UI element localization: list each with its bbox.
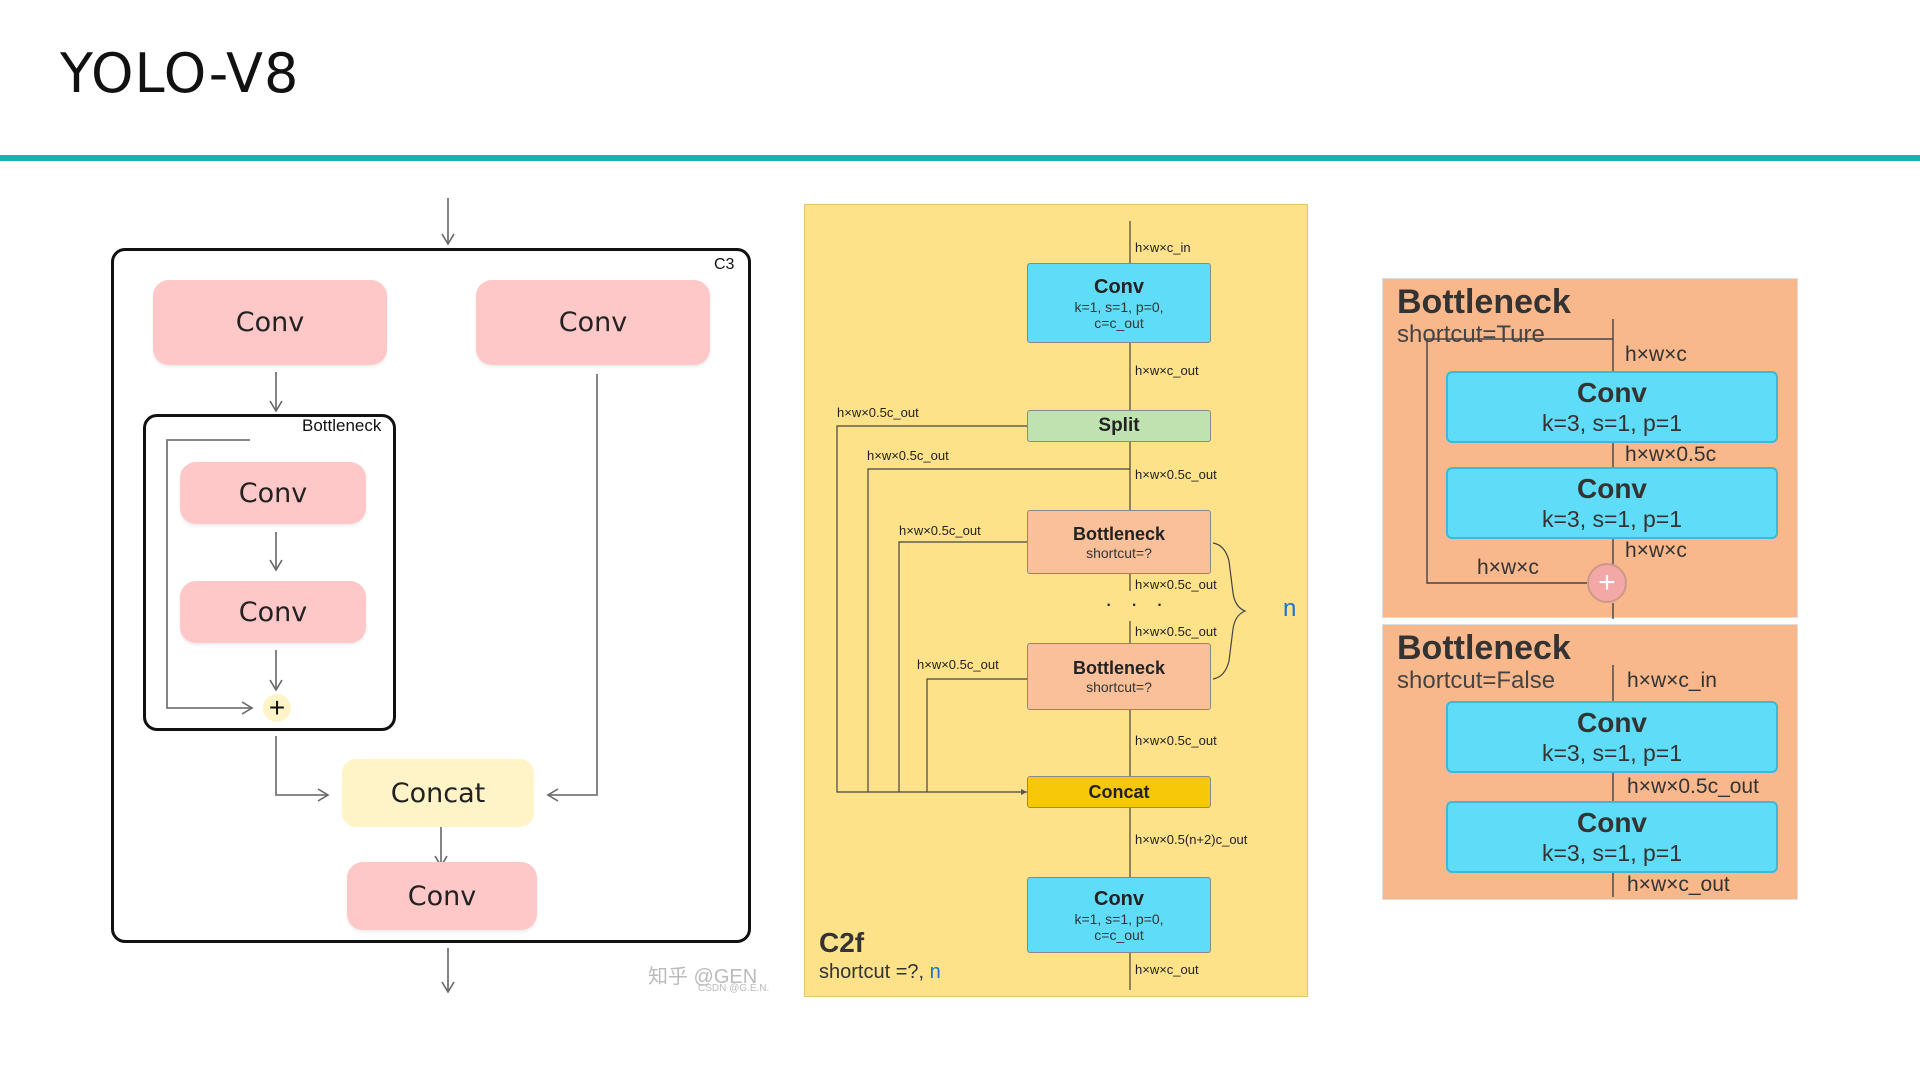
c2f-conv-out-params: k=1, s=1, p=0, — [1074, 910, 1164, 927]
bottleneck-true-diagram: Bottleneck shortcut=Ture h×w×c Conv k=3,… — [1382, 278, 1798, 619]
bottleneck-true-connectors — [1426, 319, 1614, 619]
c3-bottleneck-label: Bottleneck — [302, 416, 382, 435]
c2f-conv-in-title: Conv — [1094, 275, 1144, 298]
c2f-label-b2-left: h×w×0.5c_out — [917, 657, 999, 672]
c2f-name: C2f — [819, 927, 865, 958]
bottleneck-false-conv-1-title: Conv — [1577, 707, 1647, 738]
bottleneck-true-shortcut: shortcut=Ture — [1397, 321, 1545, 348]
c2f-label-split-left: h×w×0.5c_out — [837, 405, 919, 420]
c2f-concat-label: Concat — [1088, 781, 1150, 802]
bottleneck-true-title: Bottleneck — [1397, 283, 1571, 321]
c3-conv-left: Conv — [153, 280, 387, 365]
bottleneck-false-connectors — [1612, 665, 1614, 897]
bottleneck-true-add-node: + — [1587, 563, 1627, 603]
c2f-label-in: h×w×c_in — [1135, 240, 1191, 255]
c2f-concat: Concat — [1027, 776, 1211, 808]
c2f-bottleneck-1: Bottleneck shortcut=? — [1027, 510, 1211, 574]
c2f-repeat-dots: · · · — [1105, 591, 1170, 616]
c2f-conv-out: Conv k=1, s=1, p=0, c=c_out — [1027, 877, 1211, 953]
bottleneck-false-diagram: Bottleneck shortcut=False h×w×c_in Conv … — [1382, 624, 1798, 900]
c2f-label-after-concat: h×w×0.5(n+2)c_out — [1135, 832, 1248, 847]
c2f-label-after-split: h×w×0.5c_out — [1135, 467, 1217, 482]
c2f-shortcut-caption: shortcut =?, n — [819, 961, 941, 984]
c2f-conv-in: Conv k=1, s=1, p=0, c=c_out — [1027, 263, 1211, 343]
c2f-shortcut-n: n — [929, 961, 941, 983]
c2f-bottleneck-1-title: Bottleneck — [1072, 523, 1166, 544]
bottleneck-false-conv-2-params: k=3, s=1, p=1 — [1541, 840, 1683, 866]
c3-add-node: + — [263, 694, 291, 722]
c2f-label-b1-left: h×w×0.5c_out — [899, 523, 981, 538]
c2f-label-after-b1: h×w×0.5c_out — [1135, 577, 1217, 592]
bottleneck-false-conv-2: Conv k=3, s=1, p=1 — [1446, 801, 1778, 873]
bottleneck-true-conv-2-title: Conv — [1577, 473, 1647, 504]
bottleneck-false-shortcut: shortcut=False — [1397, 667, 1556, 694]
bottleneck-false-title: Bottleneck — [1397, 629, 1571, 667]
bottleneck-false-label-out: h×w×c_out — [1627, 873, 1730, 896]
c2f-split: Split — [1027, 410, 1211, 442]
c2f-connectors — [836, 221, 1247, 990]
bottleneck-false-conv-1-params: k=3, s=1, p=1 — [1541, 740, 1683, 766]
bottleneck-true-conv-1-title: Conv — [1577, 377, 1647, 408]
c2f-label-before-b2: h×w×0.5c_out — [1135, 624, 1217, 639]
c2f-label-after-b2: h×w×0.5c_out — [1135, 733, 1217, 748]
watermark: 知乎 @GEN — [648, 966, 758, 988]
c3-concat: Concat — [342, 759, 534, 827]
c2f-conv-in-params: k=1, s=1, p=0, — [1074, 298, 1164, 315]
c2f-conv-in-channels: c=c_out — [1094, 314, 1144, 331]
c2f-repeat-count: n — [1283, 595, 1297, 622]
bottleneck-true-label-mid: h×w×0.5c — [1625, 443, 1717, 466]
bottleneck-true-label-in: h×w×c — [1625, 343, 1687, 366]
c2f-bottleneck-2: Bottleneck shortcut=? — [1027, 643, 1211, 710]
bottleneck-true-label-skip: h×w×c — [1477, 556, 1539, 579]
bottleneck-false-conv-1: Conv k=3, s=1, p=1 — [1446, 701, 1778, 773]
bottleneck-true-conv-1-params: k=3, s=1, p=1 — [1541, 410, 1683, 436]
c2f-conv-out-title: Conv — [1094, 887, 1144, 910]
c2f-diagram: h×w×c_in Conv k=1, s=1, p=0, c=c_out h×w… — [804, 204, 1308, 997]
c2f-bottleneck-2-shortcut: shortcut=? — [1086, 679, 1152, 695]
c3-conv-out: Conv — [347, 862, 537, 930]
c2f-split-label: Split — [1098, 415, 1140, 436]
c2f-conv-out-channels: c=c_out — [1094, 926, 1144, 943]
bottleneck-true-conv-2: Conv k=3, s=1, p=1 — [1446, 467, 1778, 539]
c3-module-frame — [111, 248, 751, 943]
bottleneck-false-label-mid: h×w×0.5c_out — [1627, 775, 1759, 798]
slide-title: YOLO-V8 — [60, 42, 300, 105]
bottleneck-false-label-in: h×w×c_in — [1627, 669, 1717, 692]
c2f-shortcut-text: shortcut =?, — [819, 961, 930, 983]
title-divider — [0, 155, 1920, 161]
bottleneck-true-label-after: h×w×c — [1625, 539, 1687, 562]
c2f-label-out: h×w×c_out — [1135, 962, 1199, 977]
c3-bottleneck-conv-1: Conv — [180, 462, 366, 524]
c3-conv-right: Conv — [476, 280, 710, 365]
bottleneck-true-conv-1: Conv k=3, s=1, p=1 — [1446, 371, 1778, 443]
watermark-small: CSDN @G.E.N. — [698, 983, 770, 994]
c2f-label-after-conv: h×w×c_out — [1135, 363, 1199, 378]
c3-bottleneck-frame — [143, 414, 396, 731]
bottleneck-true-conv-2-params: k=3, s=1, p=1 — [1541, 506, 1683, 532]
c2f-bottleneck-1-shortcut: shortcut=? — [1086, 544, 1152, 561]
c3-bottleneck-conv-2: Conv — [180, 581, 366, 643]
bottleneck-false-conv-2-title: Conv — [1577, 807, 1647, 838]
c2f-label-split-left-2: h×w×0.5c_out — [867, 448, 949, 463]
c2f-bottleneck-2-title: Bottleneck — [1072, 658, 1166, 678]
c3-label: C3 — [714, 256, 735, 273]
